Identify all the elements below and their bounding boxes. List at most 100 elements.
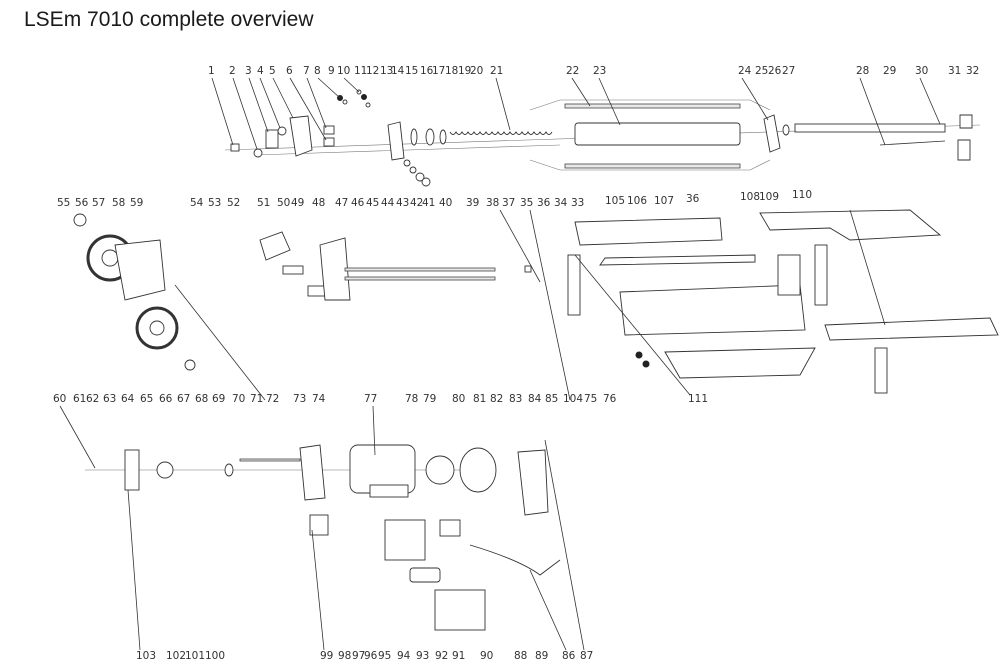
part-22-rod-lower <box>564 163 741 169</box>
callout: 27 <box>782 65 795 77</box>
part-40 <box>421 177 431 187</box>
callout: 29 <box>883 65 896 77</box>
callout: 13 <box>380 65 393 77</box>
callout: 51 <box>257 197 270 209</box>
callout: 56 <box>75 197 89 209</box>
part-106-rail <box>574 217 723 246</box>
callout: 96 <box>364 650 378 662</box>
callout: 107 <box>654 195 674 207</box>
part-5-plate <box>289 115 313 157</box>
callout: 69 <box>212 393 225 405</box>
part-33-beam <box>619 284 806 336</box>
callout: 18 <box>445 65 458 77</box>
callout: 41 <box>422 197 435 209</box>
callout: 25 <box>755 65 768 77</box>
part-63-pump-block <box>124 449 140 491</box>
callout: 101 <box>185 650 205 662</box>
part-65-flange <box>156 461 174 479</box>
part-31 <box>959 114 973 129</box>
callout: 85 <box>545 393 558 405</box>
part-91-cover <box>434 589 486 631</box>
part-70-oring <box>224 463 234 477</box>
callout: 35 <box>520 197 533 209</box>
callout: 75 <box>584 393 597 405</box>
part-108-table <box>759 209 942 241</box>
part-42 <box>409 166 417 174</box>
callout: 91 <box>452 650 465 662</box>
callout: 45 <box>366 197 379 209</box>
callout: 93 <box>416 650 429 662</box>
callout: 36 <box>537 197 551 209</box>
callout: 70 <box>232 393 245 405</box>
callouts: 1 2 3 4 5 6 7 8 9 10 11 12 13 14 15 16 1… <box>53 65 979 662</box>
part-6 <box>323 137 335 147</box>
callout: 73 <box>293 393 306 405</box>
callout: 50 <box>277 197 290 209</box>
part-50-plate <box>282 265 304 275</box>
part-1 <box>230 143 240 152</box>
callout: 28 <box>856 65 869 77</box>
callout: 16 <box>420 65 434 77</box>
callout: 9 <box>328 65 335 77</box>
callout: 6 <box>286 65 293 77</box>
callout: 12 <box>366 65 379 77</box>
base-plate <box>664 347 816 379</box>
callout: 89 <box>535 650 548 662</box>
callout: 48 <box>312 197 325 209</box>
callout: 37 <box>502 197 515 209</box>
part-19 <box>439 129 447 145</box>
callout: 90 <box>480 650 493 662</box>
callout: 61 <box>73 393 86 405</box>
callout: 3 <box>245 65 252 77</box>
callout: 103 <box>136 650 156 662</box>
callout: 24 <box>738 65 752 77</box>
part-51-bracket <box>259 231 291 261</box>
callout: 54 <box>190 197 204 209</box>
callout: 38 <box>486 197 499 209</box>
part-43 <box>403 159 411 167</box>
callout: 60 <box>53 393 66 405</box>
callout: 46 <box>351 197 365 209</box>
callout: 79 <box>423 393 436 405</box>
callout: 14 <box>391 65 405 77</box>
callout: 99 <box>320 650 333 662</box>
part-97-label <box>369 484 409 498</box>
callout: 52 <box>227 197 240 209</box>
part-21-spring <box>449 131 553 135</box>
part-24-end-plate <box>763 114 781 153</box>
callout: 11 <box>354 65 367 77</box>
callout: 23 <box>593 65 606 77</box>
part-55-hubcap <box>73 213 87 227</box>
callout: 97 <box>352 650 365 662</box>
part-32 <box>957 139 971 161</box>
callout: 87 <box>580 650 593 662</box>
callout: 71 <box>250 393 263 405</box>
callout: 66 <box>159 393 173 405</box>
callout: 83 <box>509 393 522 405</box>
callout: 57 <box>92 197 105 209</box>
part-55-hubcap-2 <box>184 359 196 371</box>
callout: 20 <box>470 65 483 77</box>
callout: 106 <box>627 195 647 207</box>
callout: 63 <box>103 393 116 405</box>
callout: 109 <box>759 191 779 203</box>
callout: 86 <box>562 650 576 662</box>
callout: 55 <box>57 197 70 209</box>
callout: 15 <box>405 65 418 77</box>
part-4 <box>277 126 287 136</box>
callout: 8 <box>314 65 321 77</box>
callout: 100 <box>205 650 225 662</box>
callout: 34 <box>554 197 568 209</box>
callout: 68 <box>195 393 208 405</box>
part-86-power-cord <box>469 544 561 576</box>
hydraulic-cylinder-assembly <box>224 89 981 187</box>
part-96-switch-box <box>384 519 426 561</box>
part-34-rail <box>599 254 756 266</box>
callout: 76 <box>603 393 617 405</box>
callout: 31 <box>948 65 961 77</box>
table-leg <box>874 347 888 394</box>
callout: 39 <box>466 197 479 209</box>
motor-assembly <box>85 444 561 631</box>
callout: 80 <box>452 393 465 405</box>
